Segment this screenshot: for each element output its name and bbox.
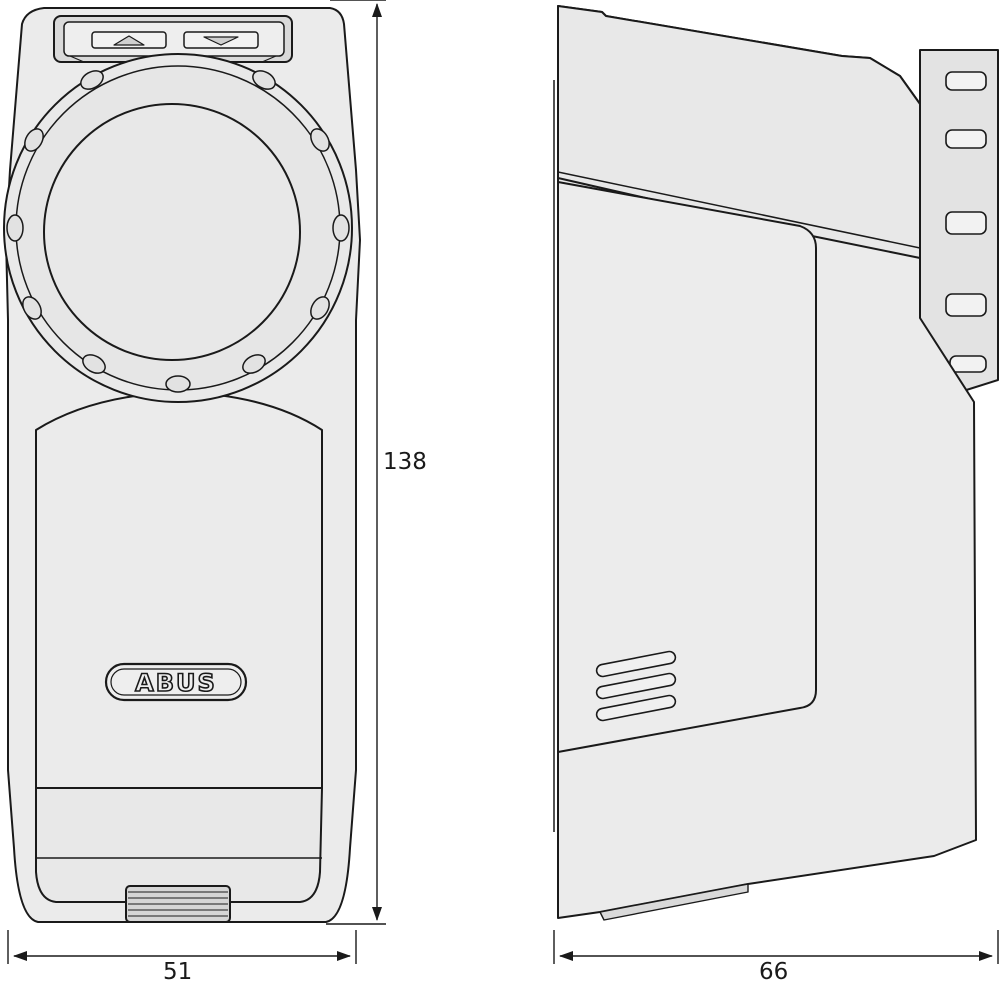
logo-text: ABUS [135,669,217,697]
side-base-wedge [599,883,749,921]
dimension-height-label: 138 [383,449,427,475]
front-lower-panel [35,391,323,789]
vent-slots-icon [595,650,677,722]
side-dimension-lines [553,930,999,964]
front-dimension-lines [7,0,386,964]
wheel-ridges [128,891,228,917]
front-bottom-panel [35,787,323,903]
arrow-up-icon [113,35,145,46]
knob-grip-bumps [6,70,350,393]
side-front-cover [557,181,817,753]
arrow-down-icon [203,36,239,46]
side-view [553,5,999,921]
dimension-front-width-label: 51 [163,959,193,985]
dimension-side-depth-label: 66 [759,959,789,985]
bracket-slots [945,71,987,373]
front-view [3,7,361,923]
knob-icon[interactable] [43,103,301,361]
logo-badge [104,662,248,702]
